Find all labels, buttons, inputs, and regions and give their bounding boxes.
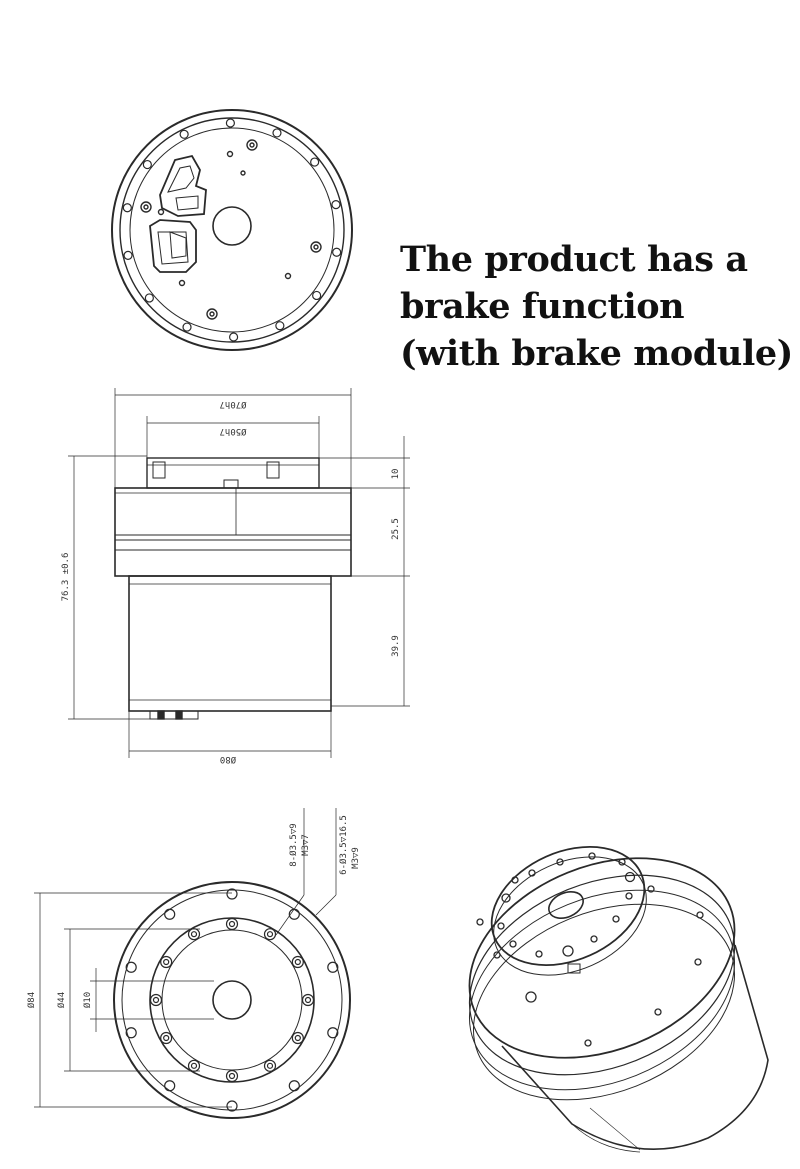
bolt-hole bbox=[225, 917, 239, 931]
bolt-hole bbox=[291, 955, 304, 969]
side-view-dimension-labels: Ø70h7 Ø50h7 76.3 ±0.6 10 25.5 39.9 Ø80 bbox=[61, 399, 401, 765]
dim-seg3: 39.9 bbox=[391, 635, 401, 657]
callout-holes-a: 8-Ø3.5▽9 bbox=[288, 823, 299, 866]
bolt-hole bbox=[226, 888, 238, 900]
bolt-hole-inner bbox=[228, 920, 236, 928]
bolt-hole bbox=[327, 961, 339, 973]
bottom-view bbox=[34, 808, 351, 1119]
bolt-hole bbox=[310, 157, 320, 167]
bolt-hole bbox=[229, 332, 239, 342]
bolt-hole bbox=[164, 908, 176, 920]
bolt-hole bbox=[160, 955, 173, 969]
bolt-hole bbox=[182, 322, 192, 332]
bolt-hole bbox=[122, 203, 132, 213]
bolt-hole-inner bbox=[163, 1034, 170, 1042]
bolt-hole-inner bbox=[163, 958, 170, 966]
bolt-hole bbox=[327, 1027, 339, 1039]
bolt-hole bbox=[263, 1059, 277, 1072]
dim-bore: Ø10 bbox=[82, 992, 93, 1008]
bolt-hole bbox=[142, 159, 152, 170]
dim-seg2: 25.5 bbox=[391, 518, 401, 540]
bolt-hole bbox=[125, 961, 137, 973]
bottom-view-labels: 8-Ø3.5▽9 M3▽7 6-Ø3.5▽16.5 M3▽9 Ø84 Ø44 Ø… bbox=[26, 815, 361, 1008]
bolt-hole bbox=[301, 993, 315, 1007]
isometric-view bbox=[468, 846, 769, 1153]
bolt-hole bbox=[179, 129, 189, 139]
bolt-hole bbox=[160, 1031, 173, 1045]
headline-line-3: (with brake module) bbox=[400, 333, 793, 374]
bolt-hole-inner bbox=[190, 1062, 198, 1069]
bolt-hole-inner bbox=[266, 1062, 274, 1069]
dim-total-height: 76.3 ±0.6 bbox=[61, 553, 71, 602]
headline-line-2: brake function bbox=[400, 286, 685, 327]
headline-line-1: The product has a bbox=[400, 239, 748, 280]
bolt-hole-inner bbox=[294, 958, 301, 966]
bolt-hole-inner bbox=[304, 996, 312, 1004]
bolt-hole-inner bbox=[294, 1034, 301, 1042]
callout-thread-b: M3▽9 bbox=[351, 847, 361, 869]
bolt-hole bbox=[331, 200, 341, 210]
bolt-hole bbox=[272, 128, 282, 138]
bolt-hole bbox=[288, 1080, 300, 1092]
bolt-hole-inner bbox=[228, 1072, 236, 1080]
bolt-hole bbox=[149, 993, 163, 1007]
bolt-hole bbox=[226, 1100, 238, 1112]
headline: The product has a brake function (with b… bbox=[400, 236, 793, 377]
bolt-hole bbox=[225, 118, 235, 128]
bolt-hole bbox=[164, 1080, 176, 1092]
bolt-hole bbox=[332, 247, 342, 257]
bolt-hole bbox=[144, 293, 154, 303]
dim-top-outer: Ø70h7 bbox=[219, 399, 246, 410]
bolt-hole-inner bbox=[190, 931, 198, 938]
dim-top-inner: Ø50h7 bbox=[219, 426, 246, 437]
dim-base: Ø80 bbox=[220, 754, 236, 765]
dim-outer: Ø84 bbox=[26, 992, 37, 1008]
bolt-hole bbox=[187, 928, 201, 941]
bolt-hole bbox=[275, 321, 285, 331]
callout-thread-a: M3▽7 bbox=[301, 834, 311, 856]
top-view bbox=[111, 109, 353, 351]
bolt-hole bbox=[312, 290, 322, 301]
dim-seg1: 10 bbox=[391, 469, 401, 480]
bolt-hole bbox=[123, 250, 133, 260]
bolt-hole bbox=[263, 928, 277, 941]
bolt-hole bbox=[291, 1031, 304, 1045]
bolt-hole bbox=[225, 1069, 239, 1083]
bolt-hole bbox=[187, 1059, 201, 1072]
dim-mid: Ø44 bbox=[56, 992, 67, 1008]
bolt-hole-inner bbox=[266, 931, 274, 938]
bolt-hole-inner bbox=[152, 996, 160, 1004]
callout-holes-b: 6-Ø3.5▽16.5 bbox=[338, 815, 349, 875]
side-view bbox=[68, 388, 410, 758]
bolt-hole bbox=[125, 1027, 137, 1039]
